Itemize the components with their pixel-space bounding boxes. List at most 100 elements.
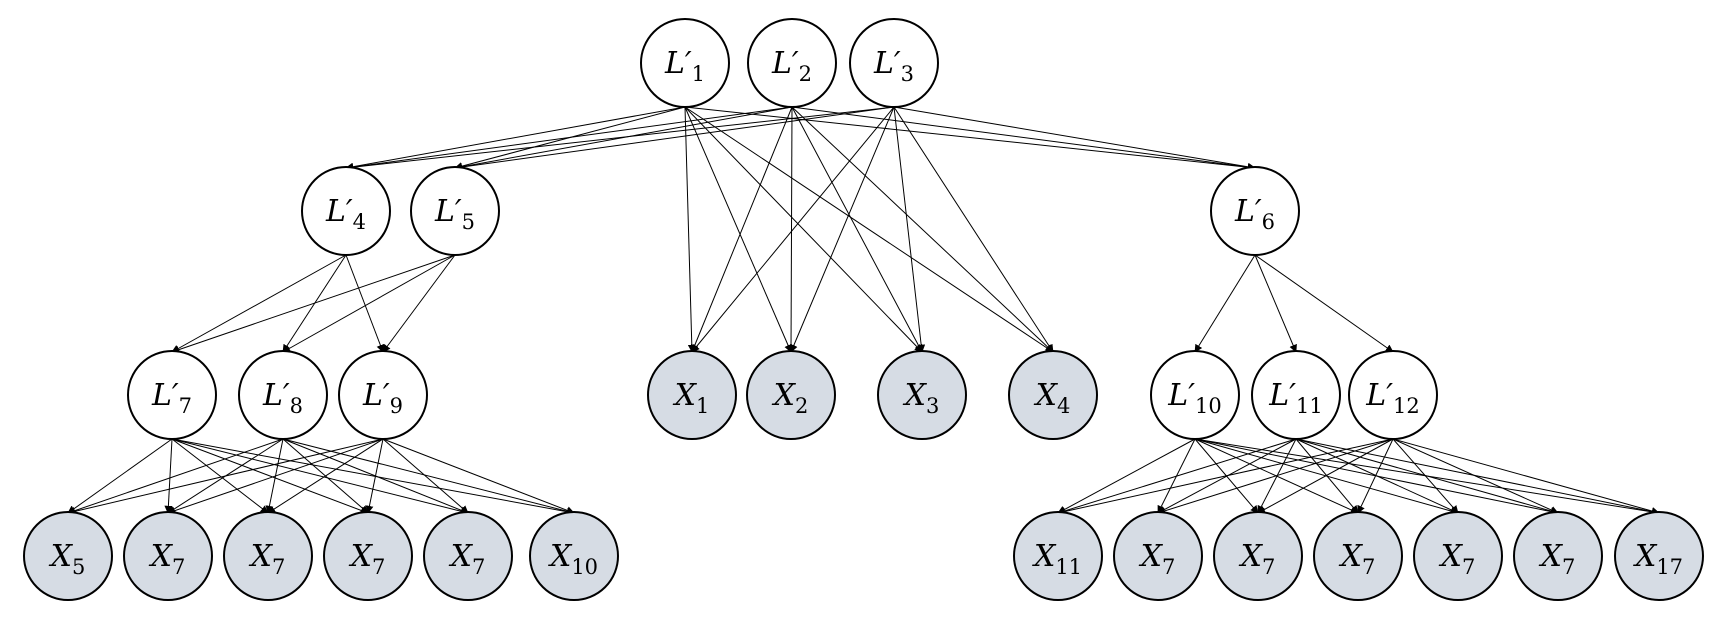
node-xl1: X5	[23, 511, 113, 601]
node-label-base: X	[548, 539, 573, 574]
edge-l4-to-l7	[171, 254, 347, 353]
node-circle-xl1	[23, 511, 113, 601]
node-label-subscript: 7	[1562, 555, 1575, 579]
edge-l8-to-xl1	[67, 438, 284, 515]
node-label-xl6: X10	[548, 539, 598, 579]
node-label-subscript: 1	[692, 62, 705, 86]
node-circle-xr6	[1513, 511, 1603, 601]
node-xl2: X7	[123, 511, 213, 601]
node-label-base: L	[325, 194, 346, 229]
edge-l9-to-xl4	[365, 438, 384, 514]
node-label-base: X	[1539, 539, 1564, 574]
node-label-l12: L′12	[1365, 378, 1419, 418]
node-label-prime: ′	[383, 378, 390, 413]
node-l9: L′9	[338, 350, 428, 440]
node-label-x1: X1	[673, 378, 710, 418]
edge-l1-to-x2	[684, 106, 792, 353]
node-label-subscript: 7	[272, 555, 285, 579]
node-circle-l10	[1150, 350, 1240, 440]
node-label-xr7: X17	[1633, 539, 1683, 579]
node-circle-x2	[746, 350, 836, 440]
edge-l2-to-x3	[791, 106, 923, 353]
node-label-base: L	[151, 378, 172, 413]
node-label-base: X	[249, 539, 274, 574]
node-l4: L′4	[301, 166, 391, 256]
edge-l4-to-l9	[345, 254, 385, 353]
node-label-x3: X3	[903, 378, 940, 418]
node-label-l4: L′4	[325, 194, 366, 234]
node-x3: X3	[877, 350, 967, 440]
node-circle-xr1	[1013, 511, 1103, 601]
node-label-subscript: 7	[1462, 555, 1475, 579]
node-l2: L′2	[747, 18, 837, 108]
edge-l9-to-xl1	[67, 438, 384, 516]
edge-l7-to-xl4	[171, 438, 369, 515]
node-label-subscript: 5	[72, 555, 85, 579]
node-label-base: X	[1034, 378, 1059, 413]
edge-l12-to-xr5	[1392, 438, 1459, 514]
node-label-base: X	[1139, 539, 1164, 574]
node-label-base: X	[349, 539, 374, 574]
node-xr4: X7	[1313, 511, 1403, 601]
node-xr3: X7	[1213, 511, 1303, 601]
node-label-subscript: 6	[1262, 210, 1275, 234]
edge-l2-to-x4	[791, 106, 1054, 353]
node-circle-l2	[747, 18, 837, 108]
edge-l9-to-xl6	[382, 438, 575, 515]
node-x2: X2	[746, 350, 836, 440]
node-xr2: X7	[1113, 511, 1203, 601]
node-x1: X1	[647, 350, 737, 440]
edge-l7-to-xl6	[171, 438, 575, 516]
node-label-subscript: 10	[571, 555, 598, 579]
node-circle-l9	[338, 350, 428, 440]
node-label-xr5: X7	[1439, 539, 1476, 579]
node-label-prime: ′	[685, 46, 692, 81]
node-label-base: X	[449, 539, 474, 574]
node-label-subscript: 7	[1162, 555, 1175, 579]
node-label-prime: ′	[1289, 378, 1296, 413]
edge-l1-to-x4	[684, 106, 1054, 353]
node-l10: L′10	[1150, 350, 1240, 440]
node-label-base: X	[1032, 539, 1057, 574]
node-label-x2: X2	[772, 378, 809, 418]
node-circle-xr2	[1113, 511, 1203, 601]
node-circle-x4	[1008, 350, 1098, 440]
node-circle-xl5	[423, 511, 513, 601]
edge-l11-to-xr6	[1295, 438, 1559, 515]
node-circle-l5	[410, 166, 500, 256]
node-circle-l1	[640, 18, 730, 108]
node-circle-xr5	[1413, 511, 1503, 601]
node-label-prime: ′	[455, 194, 462, 229]
node-xr7: X17	[1614, 511, 1704, 601]
node-label-l9: L′9	[362, 378, 403, 418]
node-label-subscript: 10	[1195, 394, 1222, 418]
edge-l6-to-l11	[1254, 254, 1297, 353]
node-circle-xr4	[1313, 511, 1403, 601]
edge-l2-to-l4	[345, 106, 793, 171]
edge-l12-to-xr6	[1392, 438, 1559, 514]
node-circle-xl2	[123, 511, 213, 601]
node-label-prime: ′	[1386, 378, 1393, 413]
node-label-subscript: 11	[1296, 394, 1323, 418]
node-label-base: X	[1439, 539, 1464, 574]
edges-layer	[67, 106, 1660, 516]
node-l11: L′11	[1251, 350, 1341, 440]
edge-l3-to-l4	[345, 106, 895, 172]
node-xl6: X10	[529, 511, 619, 601]
node-label-l6: L′6	[1234, 194, 1275, 234]
node-label-prime: ′	[894, 46, 901, 81]
node-label-subscript: 7	[179, 394, 192, 418]
node-label-base: L	[771, 46, 792, 81]
node-label-subscript: 11	[1055, 555, 1082, 579]
edge-l3-to-l6	[893, 106, 1256, 171]
edge-l5-to-l9	[382, 254, 456, 353]
node-l3: L′3	[849, 18, 939, 108]
node-label-base: X	[49, 539, 74, 574]
node-label-base: X	[1239, 539, 1264, 574]
node-label-l8: L′8	[262, 378, 303, 418]
node-circle-xr7	[1614, 511, 1704, 601]
edge-l11-to-xr4	[1295, 438, 1359, 514]
node-label-base: X	[1633, 539, 1658, 574]
